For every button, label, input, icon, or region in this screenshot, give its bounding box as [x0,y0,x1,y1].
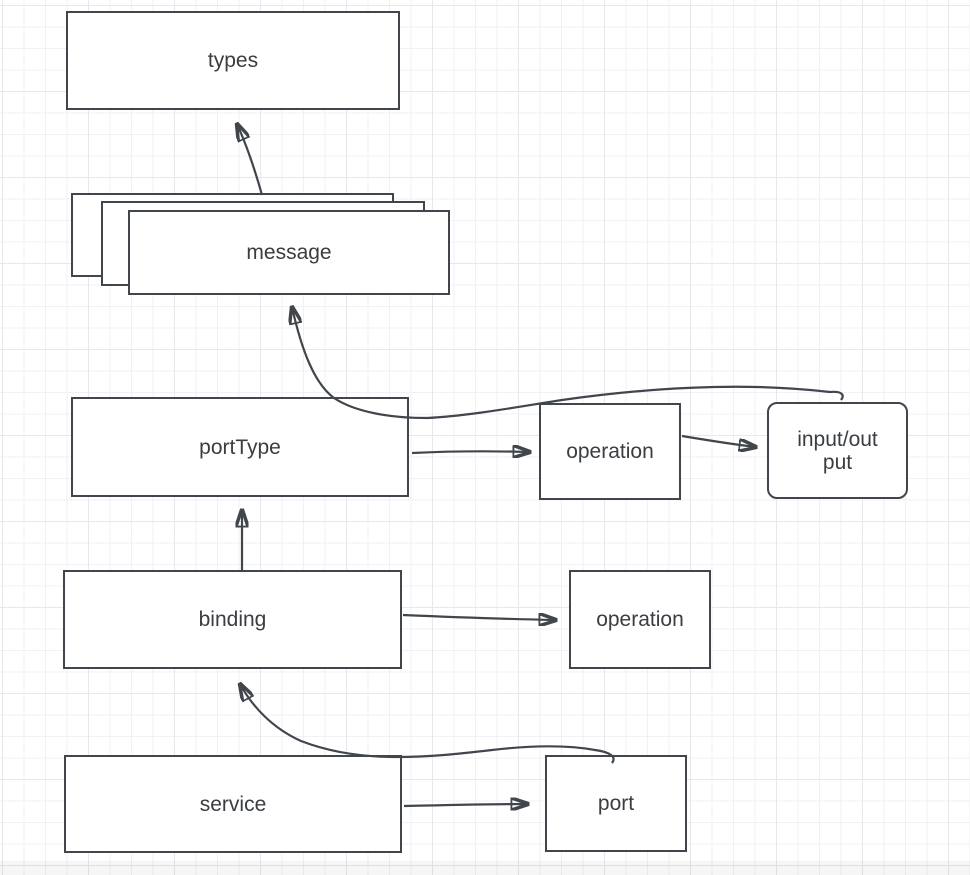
node-service-label: service [199,792,267,816]
node-input-output-label: input/out put [797,428,878,474]
node-operation-top[interactable]: operation [539,403,681,500]
node-service[interactable]: service [64,755,402,853]
node-message[interactable]: message [128,210,450,295]
bottom-edge-shade [0,861,970,875]
node-operation-bottom[interactable]: operation [569,570,711,669]
edge-port-to-binding[interactable] [240,684,615,764]
node-input-output[interactable]: input/out put [767,402,908,499]
node-input-output-line1: input/out [797,427,878,451]
node-port-label: port [597,792,635,815]
edge-operation-to-input-output[interactable] [681,434,756,447]
node-port[interactable]: port [545,755,687,852]
node-types[interactable]: types [66,11,400,110]
node-message-label: message [246,241,332,264]
node-input-output-line2: put [822,450,853,474]
edge-service-to-port[interactable] [403,804,528,806]
edge-message-to-types[interactable] [237,124,264,196]
node-types-label: types [207,49,259,72]
node-porttype[interactable]: portType [71,397,409,497]
node-operation-top-label: operation [566,440,654,463]
edge-input-output-to-message[interactable] [292,307,844,420]
node-porttype-label: portType [199,435,281,459]
edge-porttype-to-operation[interactable] [411,451,530,453]
node-operation-bottom-label: operation [596,608,684,631]
edge-binding-to-operation[interactable] [402,615,556,620]
node-binding-label: binding [198,608,267,631]
node-binding[interactable]: binding [63,570,402,669]
